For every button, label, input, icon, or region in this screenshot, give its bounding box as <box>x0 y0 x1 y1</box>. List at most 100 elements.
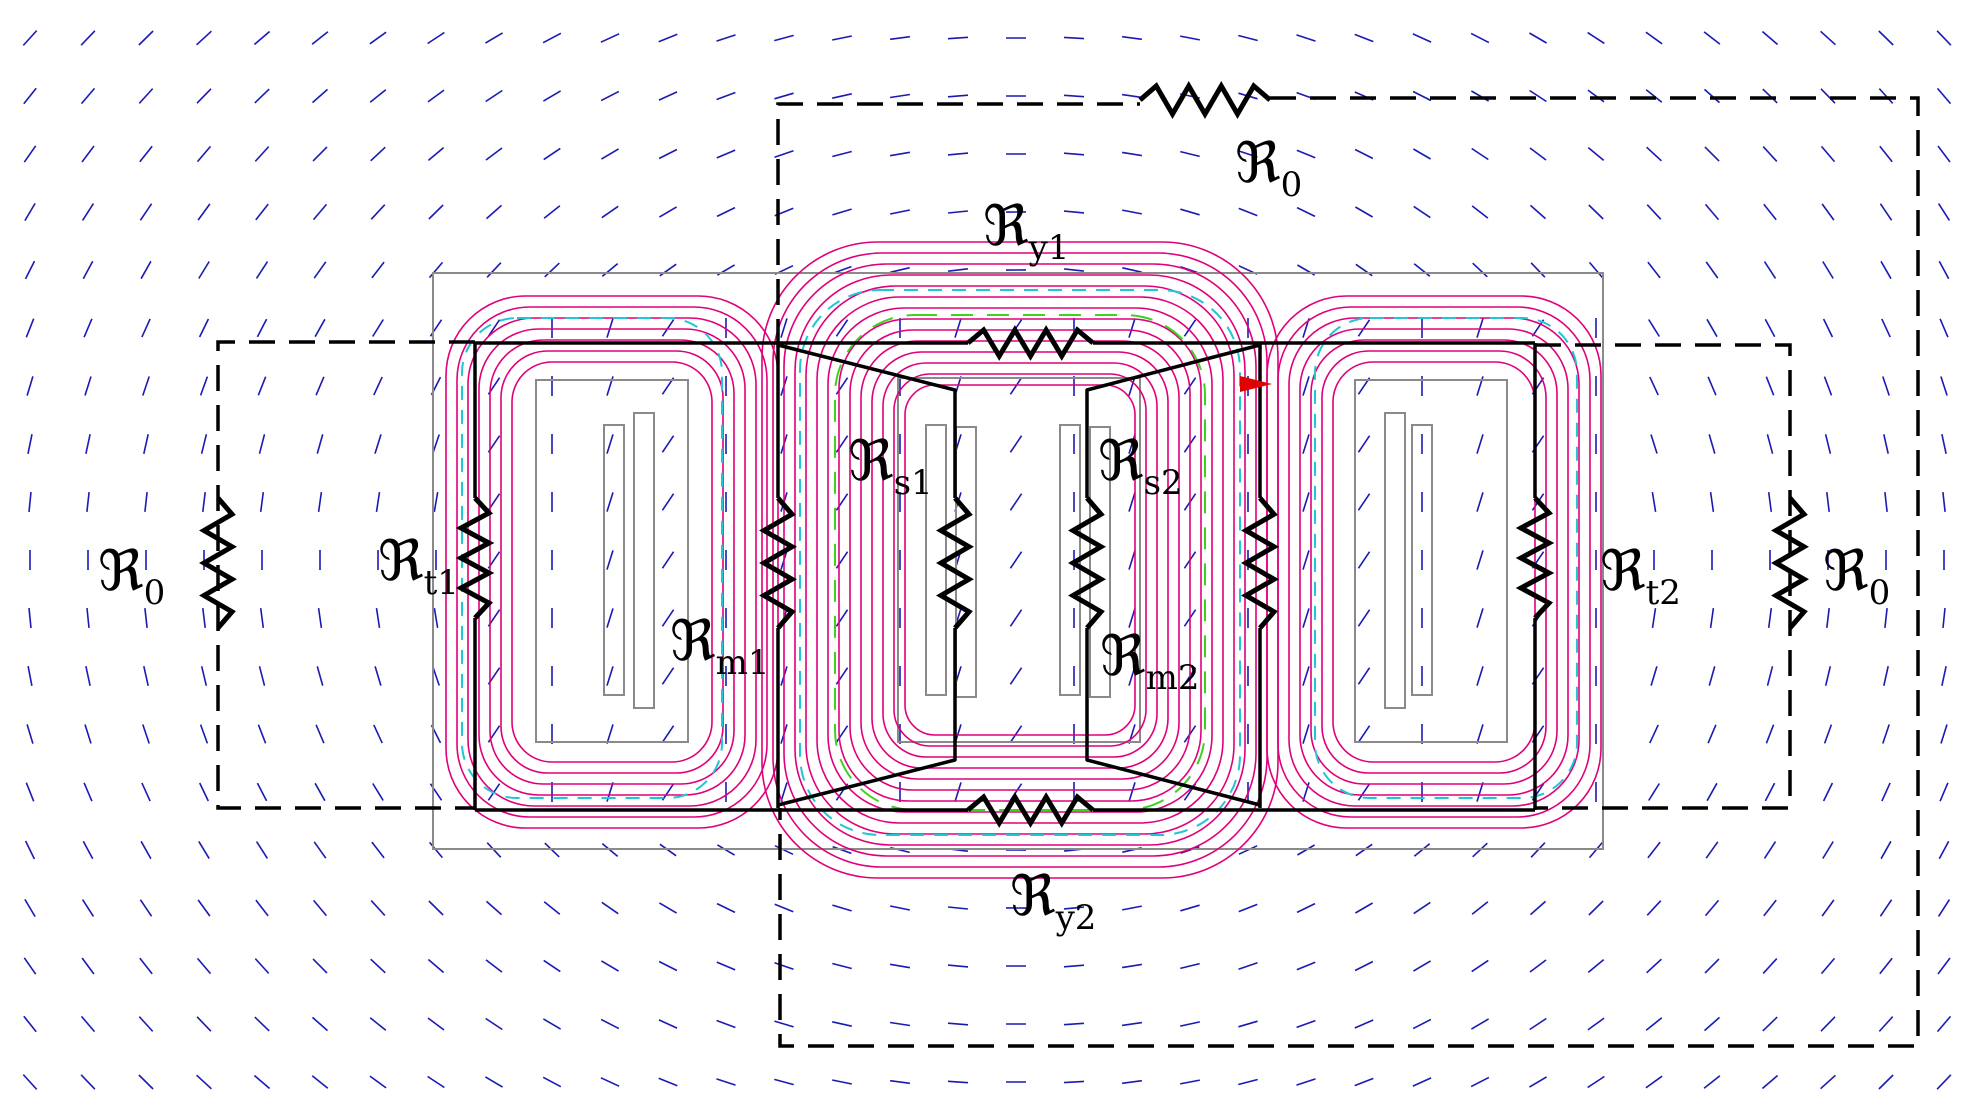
resistor-r0-left <box>199 496 237 630</box>
field-arrow <box>1821 899 1835 917</box>
field-arrow <box>370 900 386 916</box>
field-arrow <box>774 962 794 970</box>
flux-line <box>882 362 1158 758</box>
field-arrow <box>832 904 852 912</box>
field-arrow <box>1880 840 1892 860</box>
field-arrow <box>1879 957 1893 975</box>
label-rm1: ℜm1 <box>670 609 769 683</box>
flux-line <box>1321 350 1547 774</box>
field-arrow <box>1706 782 1718 802</box>
field-arrow <box>80 1015 96 1033</box>
field-arrow <box>1940 376 1948 396</box>
winding-bar <box>633 412 655 709</box>
field-arrow <box>1587 146 1605 162</box>
field-arrow <box>198 840 210 860</box>
field-arrow <box>661 493 675 511</box>
field-arrow <box>1122 267 1142 273</box>
field-arrow <box>774 1020 794 1028</box>
field-arrow <box>1354 1077 1374 1087</box>
inner-right-trapezoid <box>1085 628 1261 807</box>
field-arrow <box>1296 902 1316 914</box>
field-arrow <box>373 724 383 744</box>
field-arrow <box>85 434 91 454</box>
field-arrow <box>1646 958 1662 974</box>
top-air-path-left <box>776 102 1140 345</box>
label-rs1: ℜs1 <box>848 429 933 503</box>
field-arrow <box>1063 94 1085 98</box>
field-arrow <box>1587 1017 1605 1031</box>
field-arrow <box>1703 88 1721 104</box>
field-arrow <box>28 607 32 629</box>
flux-line <box>478 328 746 796</box>
field-arrow <box>542 1018 562 1030</box>
field-arrow <box>312 958 328 974</box>
field-arrow <box>835 725 849 743</box>
field-arrow <box>1649 376 1659 396</box>
field-arrow <box>1412 1018 1432 1030</box>
field-arrow <box>253 30 271 46</box>
field-arrow <box>372 783 384 801</box>
field-arrow <box>716 206 736 218</box>
flux-line <box>489 339 735 785</box>
field-arrow <box>1180 962 1200 970</box>
flux-line <box>761 241 1279 879</box>
field-arrow <box>1824 434 1832 454</box>
field-arrow <box>314 318 326 338</box>
field-arrow <box>1703 1075 1721 1089</box>
field-arrow <box>1703 31 1721 45</box>
field-arrow <box>947 152 969 156</box>
field-arrow <box>1354 148 1374 160</box>
field-arrow <box>255 203 269 221</box>
field-arrow <box>1063 36 1085 40</box>
field-arrow <box>1763 203 1777 221</box>
field-arrow <box>1878 1074 1894 1090</box>
field-arrow <box>1764 782 1776 802</box>
field-arrow <box>1357 725 1371 743</box>
field-arrow <box>889 151 911 157</box>
field-arrow <box>370 146 386 162</box>
field-arrow <box>1529 900 1547 916</box>
field-arrow <box>606 550 614 570</box>
field-arrow <box>835 319 849 337</box>
field-arrow <box>1302 492 1310 512</box>
field-arrow <box>600 1018 620 1030</box>
field-arrow <box>1238 207 1258 217</box>
field-arrow <box>200 666 208 686</box>
field-arrow <box>1529 147 1547 161</box>
field-arrow <box>144 492 148 512</box>
field-arrow <box>1650 434 1658 454</box>
field-arrow <box>202 608 206 628</box>
flux-direction-marker <box>1240 376 1272 392</box>
field-arrow <box>1180 1079 1200 1085</box>
field-arrow <box>1826 492 1830 512</box>
field-arrow <box>254 1016 270 1032</box>
field-arrow <box>374 434 382 454</box>
right-air-path <box>1535 343 1792 810</box>
field-arrow <box>315 724 325 744</box>
field-arrow <box>428 261 444 279</box>
field-arrow <box>1180 904 1200 912</box>
field-arrow <box>832 35 852 41</box>
field-arrow <box>1822 841 1834 859</box>
field-arrow <box>1122 905 1142 911</box>
field-arrow <box>196 1074 212 1090</box>
field-arrow <box>1762 1016 1778 1032</box>
field-arrow <box>1765 724 1775 744</box>
field-arrow <box>256 318 268 338</box>
field-arrow <box>1821 203 1835 221</box>
field-arrow <box>1703 1016 1721 1032</box>
field-arrow <box>82 260 94 280</box>
flux-line <box>893 373 1147 747</box>
flux-line <box>1332 361 1536 763</box>
field-arrow <box>601 262 619 278</box>
field-arrow <box>661 783 675 801</box>
field-arrow <box>313 261 327 279</box>
field-arrow <box>22 30 38 46</box>
field-arrow <box>1826 608 1830 628</box>
field-arrow <box>311 88 329 104</box>
field-arrow <box>84 376 92 396</box>
field-arrow <box>1704 203 1720 221</box>
field-arrow <box>1936 30 1952 46</box>
field-arrow <box>487 319 501 337</box>
field-arrow <box>1121 151 1143 157</box>
